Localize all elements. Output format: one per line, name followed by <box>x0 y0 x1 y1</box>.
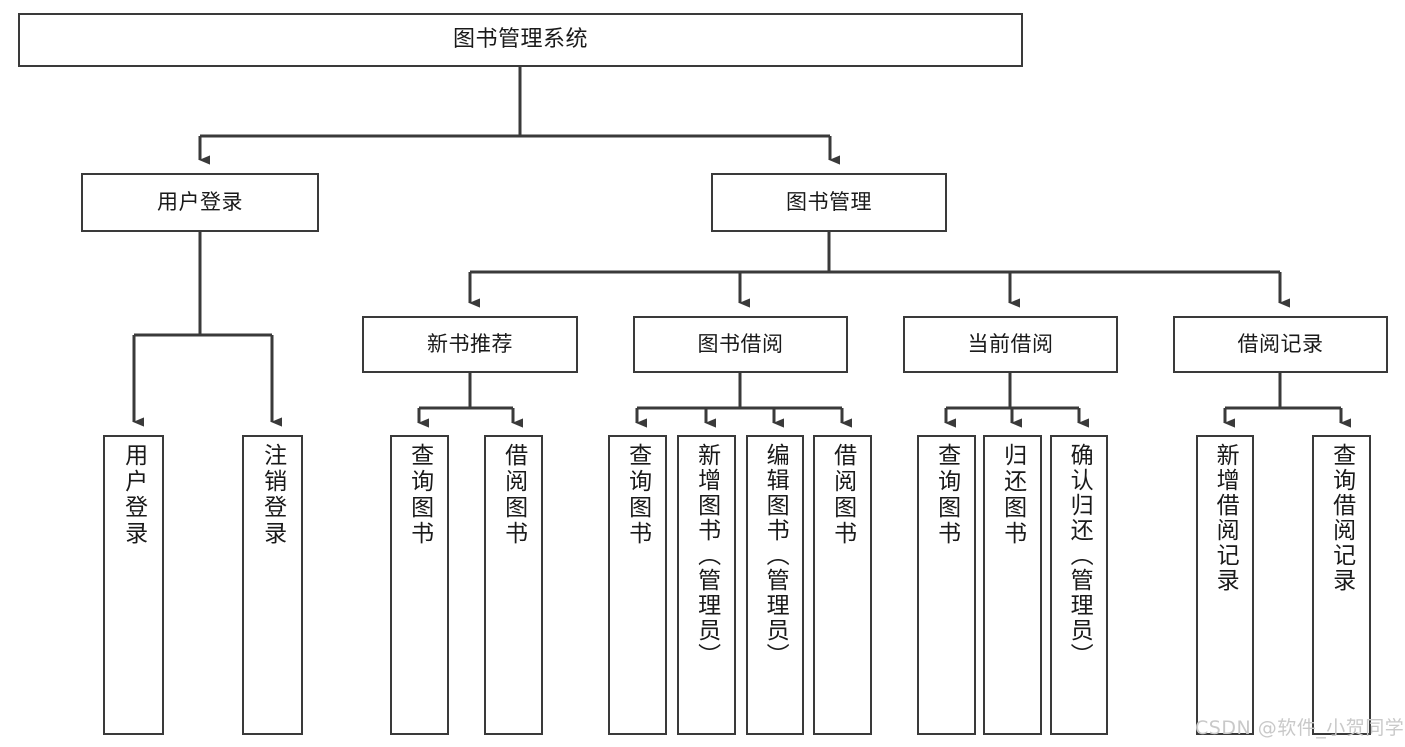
node-leaf-query-book-c[interactable]: 查询图书 <box>917 435 976 735</box>
node-new-book-recommend-label: 新书推荐 <box>427 332 513 357</box>
node-leaf-user-login-label: 用户登录 <box>120 443 147 547</box>
node-book-borrow[interactable]: 图书借阅 <box>633 316 848 373</box>
node-leaf-query-record-label: 查询借阅记录 <box>1328 443 1355 593</box>
node-user-login-label: 用户登录 <box>157 190 243 215</box>
node-leaf-user-login[interactable]: 用户登录 <box>103 435 164 735</box>
node-leaf-query-book-a[interactable]: 查询图书 <box>390 435 449 735</box>
node-root-label: 图书管理系统 <box>452 27 588 53</box>
node-leaf-add-book[interactable]: 新增图书（管理员） <box>677 435 736 735</box>
node-book-borrow-label: 图书借阅 <box>697 332 784 357</box>
node-leaf-user-logout-label: 注销登录 <box>259 443 286 547</box>
node-book-manage[interactable]: 图书管理 <box>711 173 947 232</box>
node-current-borrow-label: 当前借阅 <box>967 332 1054 357</box>
node-leaf-edit-book[interactable]: 编辑图书（管理员） <box>746 435 804 735</box>
node-leaf-borrow-book-b-label: 借阅图书 <box>829 443 856 547</box>
node-leaf-return-book[interactable]: 归还图书 <box>983 435 1042 735</box>
node-user-login[interactable]: 用户登录 <box>81 173 319 232</box>
node-leaf-user-logout[interactable]: 注销登录 <box>242 435 303 735</box>
node-leaf-borrow-book-b[interactable]: 借阅图书 <box>813 435 872 735</box>
node-leaf-edit-book-label: 编辑图书（管理员） <box>762 443 789 668</box>
node-leaf-query-book-a-label: 查询图书 <box>406 443 433 547</box>
node-leaf-borrow-book-a-label: 借阅图书 <box>500 443 527 547</box>
node-book-manage-label: 图书管理 <box>786 190 872 215</box>
node-leaf-add-record[interactable]: 新增借阅记录 <box>1196 435 1254 735</box>
node-leaf-return-book-label: 归还图书 <box>999 443 1026 547</box>
node-leaf-borrow-book-a[interactable]: 借阅图书 <box>484 435 543 735</box>
node-leaf-confirm-return-label: 确认归还（管理员） <box>1066 443 1093 668</box>
node-leaf-confirm-return[interactable]: 确认归还（管理员） <box>1050 435 1108 735</box>
node-leaf-query-book-c-label: 查询图书 <box>933 443 960 547</box>
node-new-book-recommend[interactable]: 新书推荐 <box>362 316 578 373</box>
node-leaf-add-book-label: 新增图书（管理员） <box>693 443 720 668</box>
node-borrow-record[interactable]: 借阅记录 <box>1173 316 1388 373</box>
node-current-borrow[interactable]: 当前借阅 <box>903 316 1118 373</box>
node-leaf-query-record[interactable]: 查询借阅记录 <box>1312 435 1371 735</box>
node-leaf-query-book-b-label: 查询图书 <box>624 443 651 547</box>
watermark: CSDN @软件_小贺同学 <box>1195 717 1405 739</box>
node-root[interactable]: 图书管理系统 <box>18 13 1023 67</box>
node-borrow-record-label: 借阅记录 <box>1237 332 1324 357</box>
node-leaf-query-book-b[interactable]: 查询图书 <box>608 435 667 735</box>
node-leaf-add-record-label: 新增借阅记录 <box>1212 443 1239 593</box>
